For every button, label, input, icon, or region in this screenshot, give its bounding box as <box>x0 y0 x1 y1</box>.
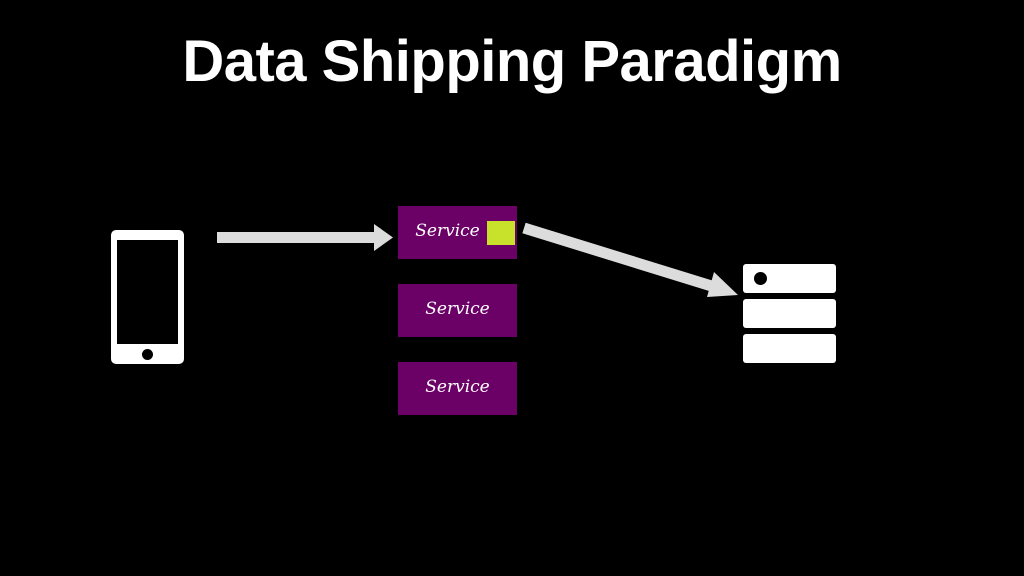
service-label: Service <box>425 299 490 319</box>
service-label: Service <box>415 221 480 241</box>
arrow-service-to-database <box>522 222 738 297</box>
arrow-shaft <box>217 232 375 243</box>
arrow-shaft <box>522 222 720 294</box>
database-indicator-dot <box>754 272 767 285</box>
service-box-3: Service <box>398 362 517 415</box>
smartphone-icon <box>111 230 184 364</box>
phone-screen <box>117 240 178 344</box>
database-row-1 <box>743 264 836 293</box>
cache-square <box>487 221 515 245</box>
service-box-2: Service <box>398 284 517 337</box>
phone-home-button <box>142 349 153 360</box>
service-box-1: Service <box>398 206 517 259</box>
arrow-head <box>707 272 738 297</box>
service-label: Service <box>425 377 490 397</box>
slide-title: Data Shipping Paradigm <box>182 29 842 94</box>
arrow-client-to-service <box>217 224 393 251</box>
database-row-2 <box>743 299 836 328</box>
database-row-3 <box>743 334 836 363</box>
arrow-head <box>374 224 393 251</box>
